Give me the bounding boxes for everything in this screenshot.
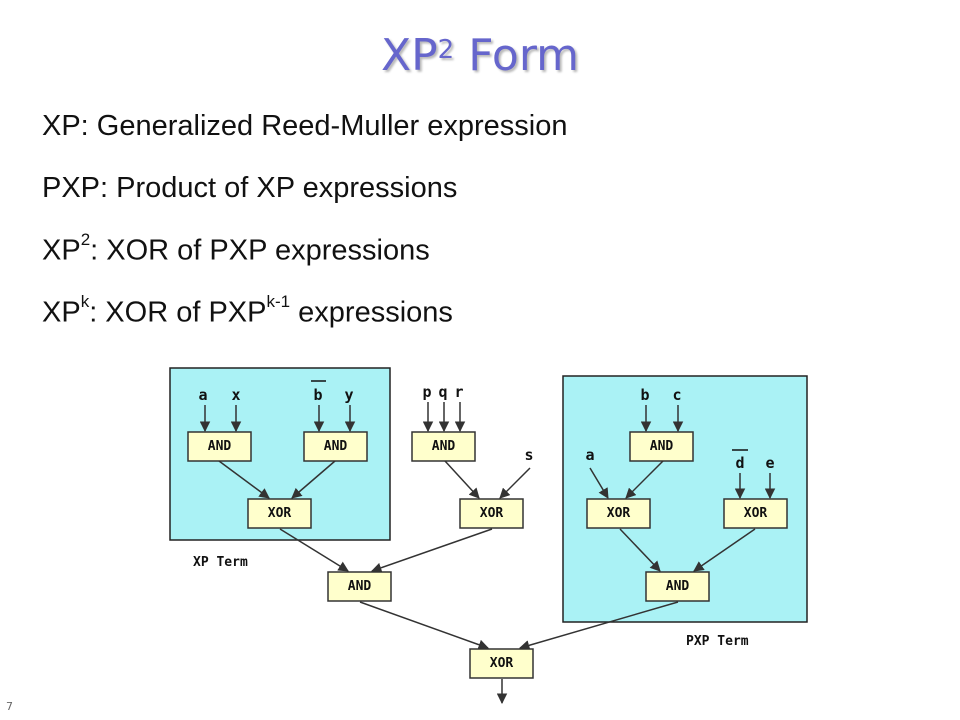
xor-gate-output: XOR	[469, 648, 534, 679]
signal-q: q	[438, 383, 447, 401]
xor-gate-pqrs: XOR	[459, 498, 524, 529]
signal-b: b	[640, 386, 649, 404]
svg-text:XOR: XOR	[480, 506, 504, 521]
and-gate-product: AND	[327, 571, 392, 602]
svg-text:AND: AND	[324, 439, 348, 454]
signal-b-bar: b	[313, 386, 322, 404]
svg-text:AND: AND	[666, 579, 690, 594]
pxp-term-label: PXP Term	[686, 634, 749, 649]
and-gate-ax: AND	[187, 431, 252, 462]
xor-gate-de: XOR	[723, 498, 788, 529]
svg-text:XOR: XOR	[490, 656, 514, 671]
signal-c: c	[672, 386, 681, 404]
signal-a-pxp: a	[585, 446, 594, 464]
and-gate-pqr: AND	[411, 431, 476, 462]
svg-text:XOR: XOR	[268, 506, 292, 521]
and-gate-bc: AND	[629, 431, 694, 462]
signal-x: x	[231, 386, 240, 404]
svg-text:XOR: XOR	[744, 506, 768, 521]
svg-text:XOR: XOR	[607, 506, 631, 521]
signal-a: a	[198, 386, 207, 404]
xor-gate-a-bc: XOR	[586, 498, 651, 529]
svg-text:AND: AND	[650, 439, 674, 454]
bullet-xpk: XPk: XOR of PXPk-1 expressions	[42, 292, 453, 329]
title-superscript: 2	[437, 35, 455, 66]
signal-d-bar: d	[735, 454, 744, 472]
bullet-xp: XP: Generalized Reed-Muller expression	[42, 110, 568, 142]
and-gate-pxp: AND	[645, 571, 710, 602]
xor-gate-xp: XOR	[247, 498, 312, 529]
signal-r: r	[454, 383, 463, 401]
page-number: 7	[6, 700, 13, 713]
signal-s: s	[524, 446, 533, 464]
svg-text:AND: AND	[432, 439, 456, 454]
and-gate-by: AND	[303, 431, 368, 462]
svg-text:AND: AND	[348, 579, 372, 594]
bullet-pxp: PXP: Product of XP expressions	[42, 172, 458, 204]
bullet-xp2: XP2: XOR of PXP expressions	[42, 230, 430, 267]
slide-title: XP2 Form	[380, 30, 580, 81]
signal-y: y	[344, 386, 353, 404]
svg-text:AND: AND	[208, 439, 232, 454]
signal-e: e	[765, 454, 774, 472]
signal-p: p	[422, 383, 431, 401]
xp-term-label: XP Term	[193, 555, 248, 570]
